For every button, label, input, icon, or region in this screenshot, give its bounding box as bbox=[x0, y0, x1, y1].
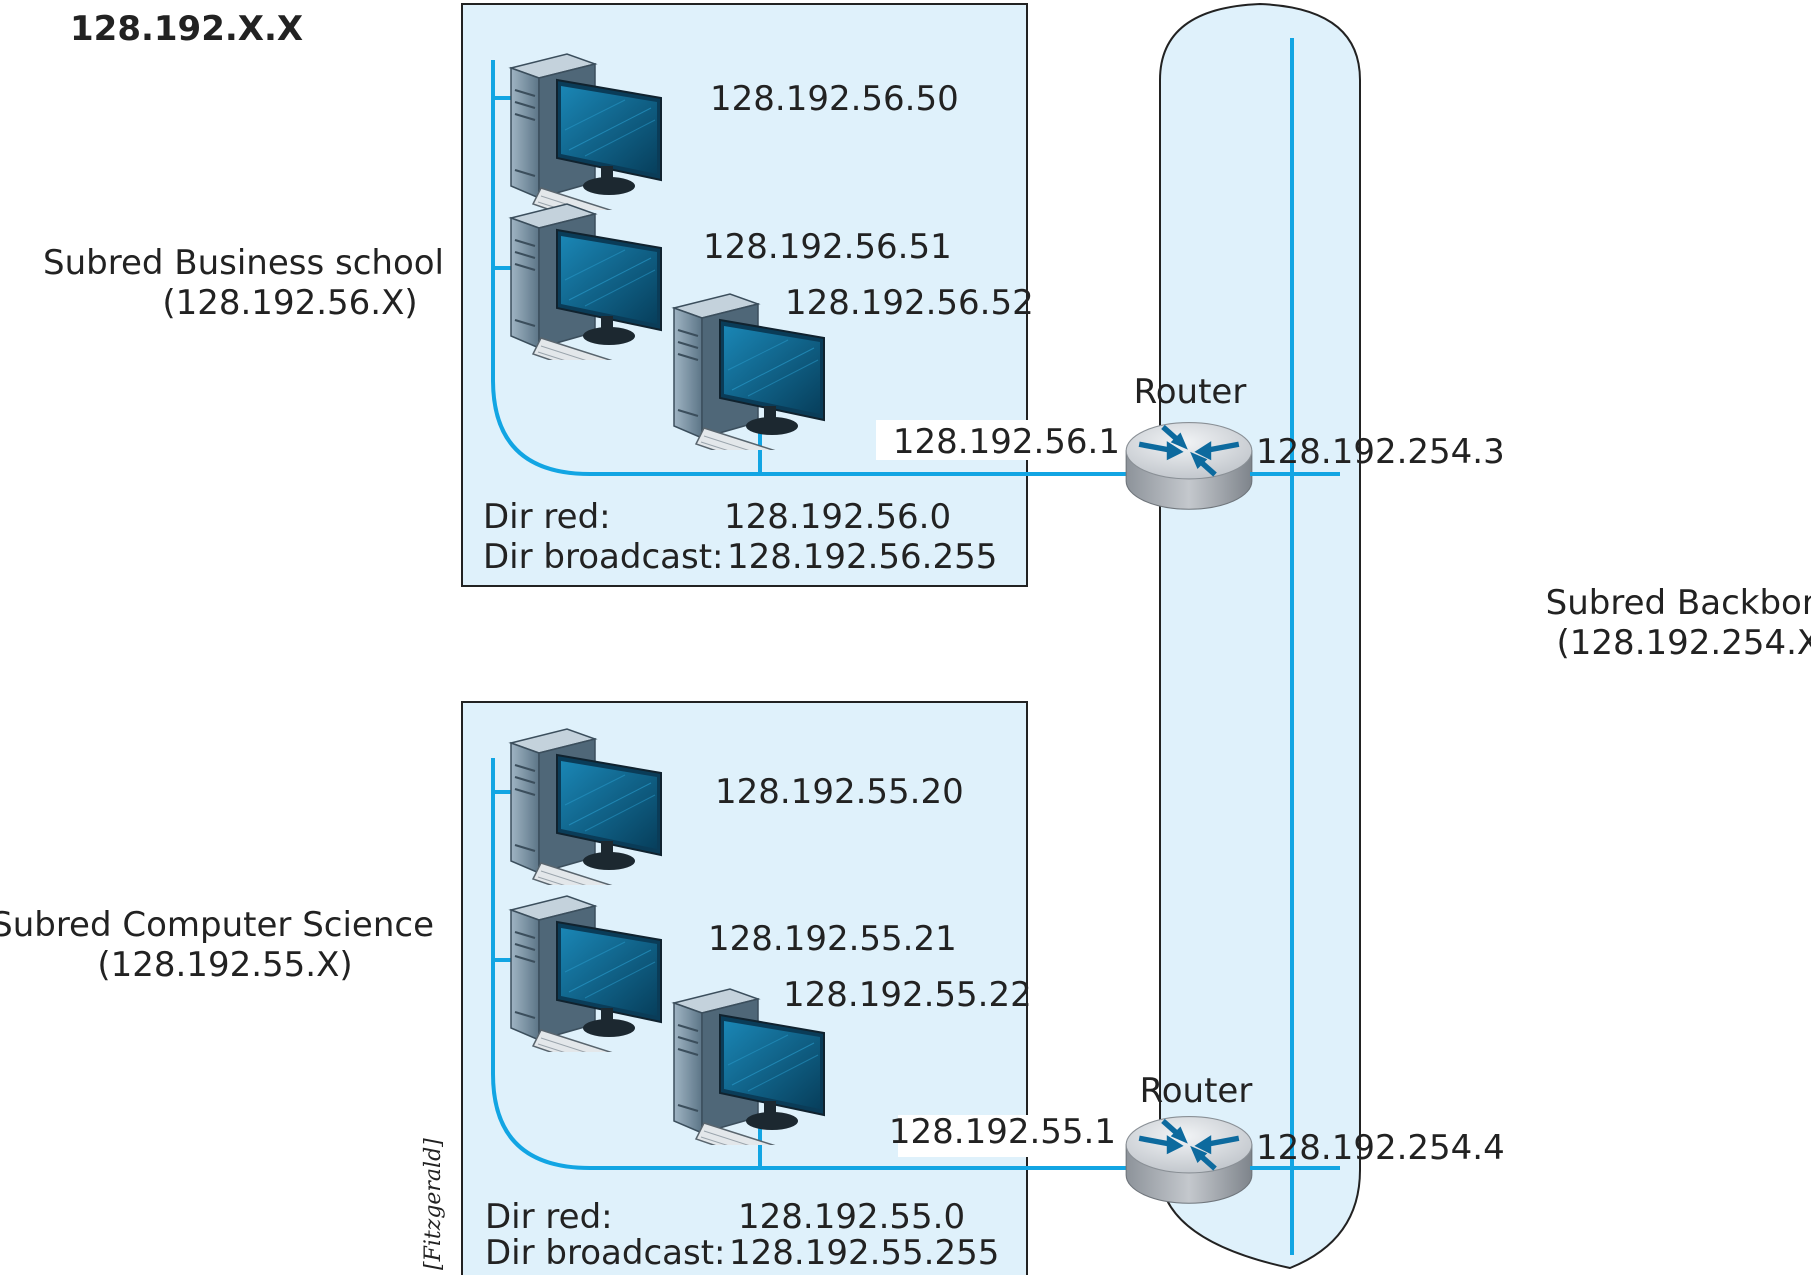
host-ip: 128.192.55.21 bbox=[708, 919, 957, 959]
subnet-range: (128.192.56.X) bbox=[162, 283, 417, 323]
host-ip: 128.192.56.50 bbox=[710, 79, 959, 119]
host-ip: 128.192.56.51 bbox=[703, 227, 952, 267]
subnet-name: Subred Business school bbox=[43, 243, 444, 283]
host-ip: 128.192.56.52 bbox=[785, 283, 1034, 323]
host-ip: 128.192.55.22 bbox=[783, 975, 1032, 1015]
router-label: Router bbox=[1140, 1071, 1253, 1111]
backbone-shape bbox=[1159, 2, 1361, 1270]
backbone-ip: 128.192.254.3 bbox=[1256, 432, 1505, 472]
broadcast-addr-label: Dir broadcast: bbox=[485, 1233, 725, 1273]
gateway-label-bg bbox=[898, 1115, 1128, 1157]
broadcast-addr: 128.192.55.255 bbox=[729, 1233, 999, 1273]
network-addr-label: Dir red: bbox=[485, 1197, 613, 1237]
image-credit: [Fitzgerald] bbox=[421, 1138, 446, 1270]
network-addr-label: Dir red: bbox=[483, 497, 611, 537]
broadcast-addr: 128.192.56.255 bbox=[727, 537, 997, 577]
host-ip: 128.192.55.20 bbox=[715, 772, 964, 812]
lan-cable-business bbox=[491, 60, 1292, 476]
lan-cable-cs bbox=[491, 758, 1292, 1170]
router-icon bbox=[1126, 423, 1252, 510]
broadcast-addr-label: Dir broadcast: bbox=[483, 537, 723, 577]
backbone-ip: 128.192.254.4 bbox=[1256, 1128, 1505, 1168]
gateway-ip: 128.192.56.1 bbox=[893, 422, 1120, 462]
backbone-name: Subred Backbone bbox=[1546, 583, 1811, 623]
router-label: Router bbox=[1134, 372, 1247, 412]
backbone-range: (128.192.254.X) bbox=[1557, 623, 1811, 663]
gateway-label-bg bbox=[876, 420, 1124, 460]
subnet-range: (128.192.55.X) bbox=[97, 945, 352, 985]
subnet-name: Subred Computer Science bbox=[0, 905, 434, 945]
diagram-title: 128.192.X.X bbox=[70, 9, 303, 49]
gateway-ip: 128.192.55.1 bbox=[889, 1112, 1116, 1152]
network-addr: 128.192.55.0 bbox=[738, 1197, 965, 1237]
network-addr: 128.192.56.0 bbox=[724, 497, 951, 537]
router-icon bbox=[1126, 1117, 1252, 1204]
